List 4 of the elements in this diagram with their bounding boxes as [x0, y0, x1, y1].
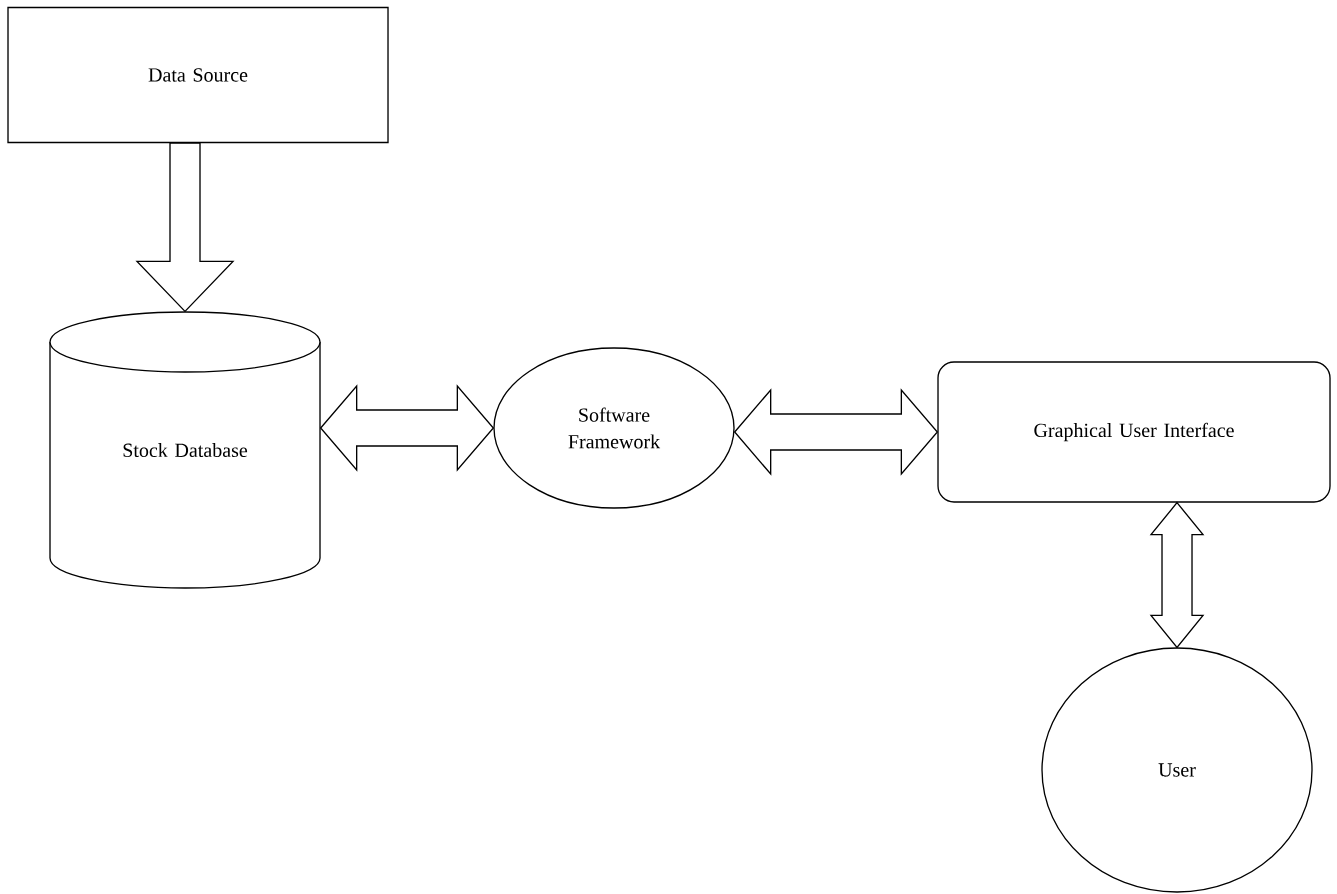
source-box: Data Source [7, 6, 389, 144]
block-arrow [135, 142, 235, 313]
interface-box: Graphical User Interface [937, 361, 1331, 503]
database-cylinder: Stock Database [49, 311, 321, 589]
